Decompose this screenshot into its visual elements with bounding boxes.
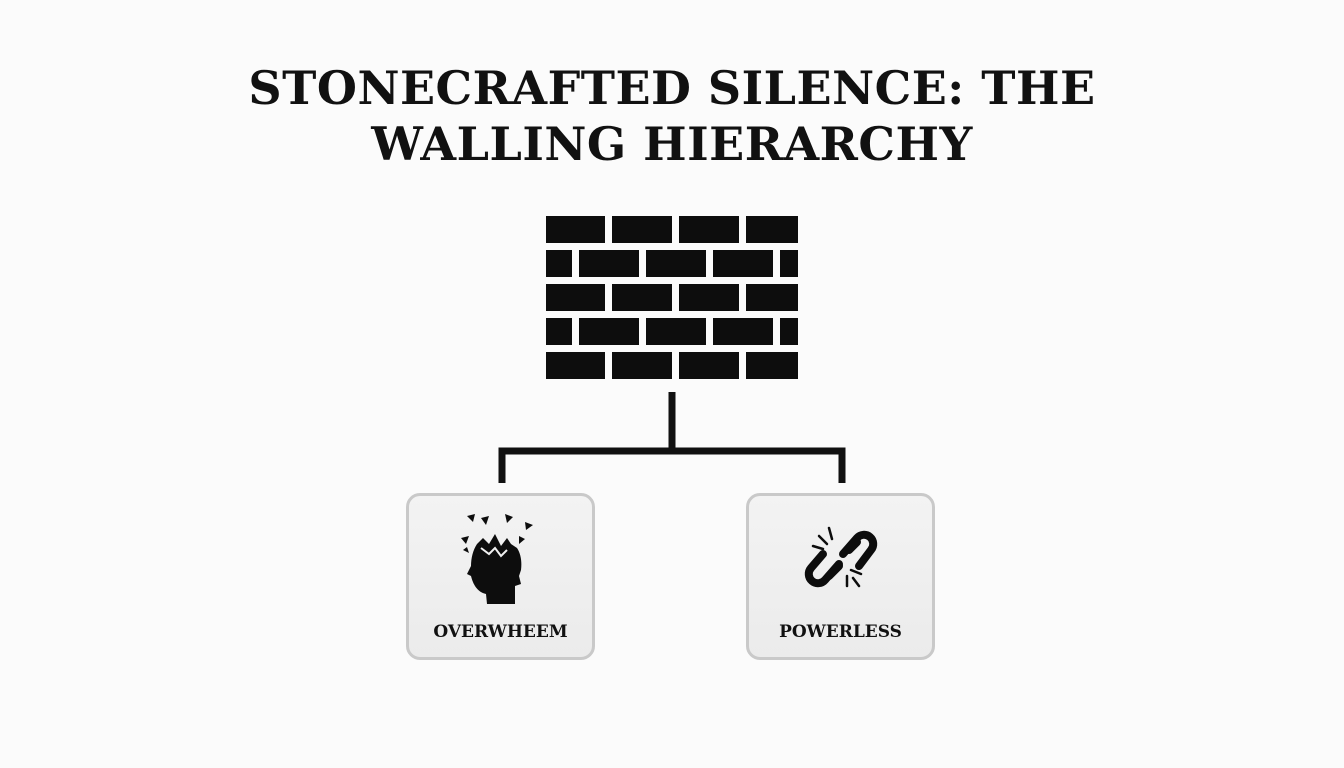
brick-wall-icon xyxy=(546,216,798,379)
node-powerless: POWERLESS xyxy=(746,493,935,660)
node-overwhelm: OVERWHEEM xyxy=(406,493,595,660)
shattered-head-icon xyxy=(460,514,533,604)
connector-branch xyxy=(498,447,846,483)
broken-chain-icon xyxy=(804,526,877,588)
node-label: OVERWHEEM xyxy=(433,622,568,642)
diagram-title: STONECRAFTED SILENCE: THE WALLING HIERAR… xyxy=(0,60,1344,172)
node-label: POWERLESS xyxy=(779,622,902,642)
title-line-2: WALLING HIERARCHY xyxy=(371,117,973,171)
title-line-1: STONECRAFTED SILENCE: THE xyxy=(248,61,1096,115)
